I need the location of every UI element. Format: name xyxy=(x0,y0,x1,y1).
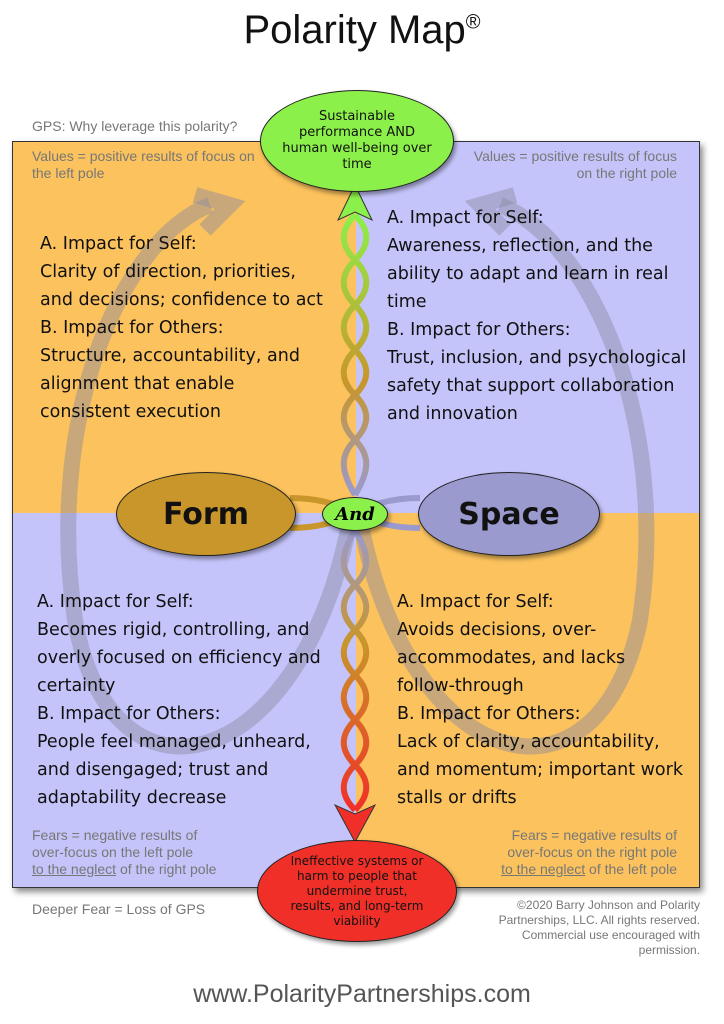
down-arrowhead xyxy=(333,803,377,844)
upper-right-text: A. Impact for Self: Awareness, reflectio… xyxy=(387,204,692,428)
gps-ellipse: Sustainable performance AND human well-b… xyxy=(260,90,454,192)
lower-right-text: A. Impact for Self: Avoids decisions, ov… xyxy=(397,588,687,812)
impact-self-text: Becomes rigid, controlling, and overly f… xyxy=(37,620,321,696)
website-link[interactable]: www.PolarityPartnerships.com xyxy=(193,980,531,1008)
values-left-label: Values = positive results of focus on th… xyxy=(32,148,255,181)
impact-others-text: Lack of clarity, accountability, and mom… xyxy=(397,732,683,808)
impact-others-text: Structure, accountability, and alignment… xyxy=(40,346,300,422)
lower-left-quadrant xyxy=(13,513,356,887)
impact-self-label: A. Impact for Self: xyxy=(37,592,194,612)
page-title: Polarity Map® xyxy=(243,8,481,52)
impact-self-text: Awareness, reflection, and the ability t… xyxy=(387,236,669,312)
upper-right-quadrant xyxy=(356,142,699,513)
lower-left-text: A. Impact for Self: Becomes rigid, contr… xyxy=(37,588,337,812)
left-pole-form: Form xyxy=(116,472,296,556)
deeper-fear-ellipse: Ineffective systems or harm to people th… xyxy=(257,840,457,942)
right-pole-space: Space xyxy=(418,472,600,556)
impact-others-label: B. Impact for Others: xyxy=(37,704,221,724)
infinity-loop xyxy=(60,187,655,755)
map-box xyxy=(12,141,700,888)
values-right-label: Values = positive results of focus on th… xyxy=(473,148,677,181)
impact-self-label: A. Impact for Self: xyxy=(40,234,197,254)
impact-others-label: B. Impact for Others: xyxy=(40,318,224,338)
impact-self-label: A. Impact for Self: xyxy=(397,592,554,612)
lower-right-quadrant xyxy=(356,513,699,887)
deeper-fear-label: Deeper Fear = Loss of GPS xyxy=(32,901,206,917)
impact-others-text: People feel managed, unheard, and diseng… xyxy=(37,732,311,808)
up-arrowhead xyxy=(336,183,374,222)
upper-left-quadrant xyxy=(13,142,356,513)
impact-self-text: Avoids decisions, over-accommodates, and… xyxy=(397,620,626,696)
impact-others-label: B. Impact for Others: xyxy=(397,704,581,724)
upper-left-text: A. Impact for Self: Clarity of direction… xyxy=(40,230,330,426)
copyright: ©2020 Barry Johnson and Polarity Partner… xyxy=(498,898,700,957)
gps-label: GPS: Why leverage this polarity? xyxy=(32,118,238,134)
impact-self-text: Clarity of direction, priorities, and de… xyxy=(40,262,323,310)
and-connector: And xyxy=(322,497,388,531)
impact-self-label: A. Impact for Self: xyxy=(387,208,544,228)
impact-others-text: Trust, inclusion, and psychological safe… xyxy=(387,348,687,424)
impact-others-label: B. Impact for Others: xyxy=(387,320,571,340)
helix-arrows xyxy=(289,212,421,813)
